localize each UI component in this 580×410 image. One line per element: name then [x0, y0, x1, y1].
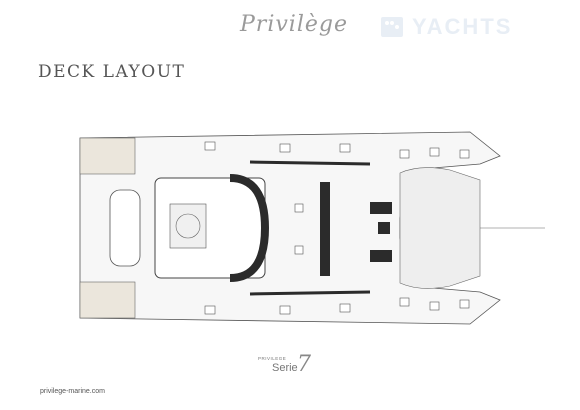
deck-plan-drawing [79, 131, 545, 325]
series-number: 7 [297, 352, 311, 377]
website-link[interactable]: privilege-marine.com [40, 388, 105, 395]
square-dots-icon [381, 17, 403, 37]
series-label-small: PRIVILEGE [258, 356, 287, 361]
yachts-logo: YACHTS [380, 14, 512, 40]
yachts-logo-text: YACHTS [412, 14, 513, 39]
series-label: Serie [272, 362, 298, 374]
page-title: DECK LAYOUT [38, 62, 186, 82]
privilege-logo: Privilège [240, 12, 348, 37]
